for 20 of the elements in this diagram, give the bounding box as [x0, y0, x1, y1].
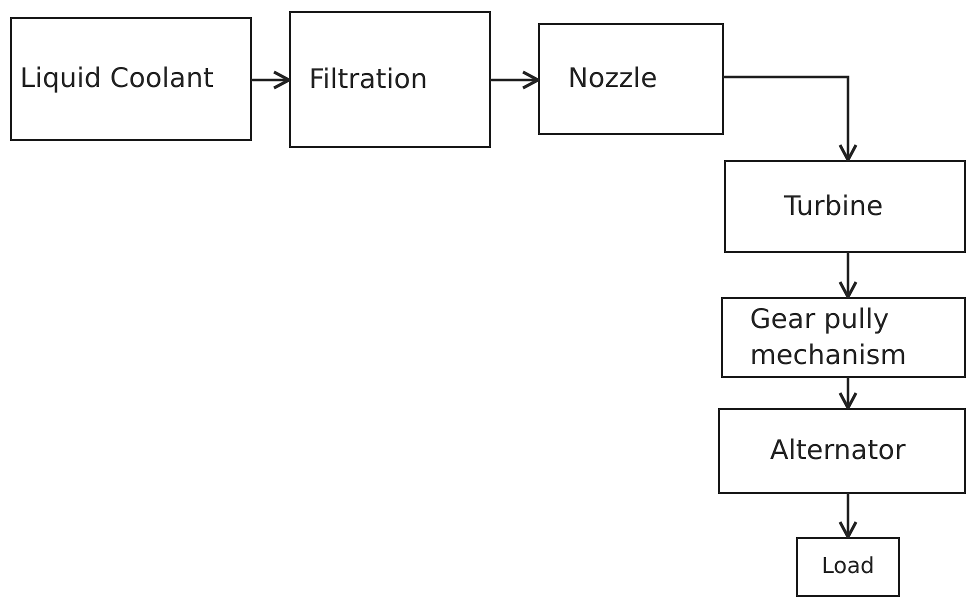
- arrow: [838, 253, 858, 298]
- box-label: Turbine: [784, 190, 883, 224]
- process-box: [10, 17, 252, 141]
- arrow: [252, 70, 290, 90]
- box-label: Gear pully mechanism: [750, 303, 908, 372]
- box-label: Load: [822, 552, 874, 581]
- process-box: [289, 11, 491, 148]
- process-box: [718, 408, 966, 494]
- arrow: [724, 76, 858, 162]
- arrow: [838, 378, 858, 410]
- box-label: Nozzle: [568, 62, 658, 96]
- arrow: [491, 70, 540, 90]
- process-box: [796, 537, 900, 597]
- box-label: Alternator: [770, 434, 906, 468]
- arrow: [838, 494, 858, 538]
- process-box: [538, 23, 724, 135]
- box-label: Filtration: [309, 62, 428, 97]
- process-box: [724, 160, 966, 253]
- box-label: Liquid Coolant: [20, 62, 214, 96]
- process-box: [721, 297, 966, 378]
